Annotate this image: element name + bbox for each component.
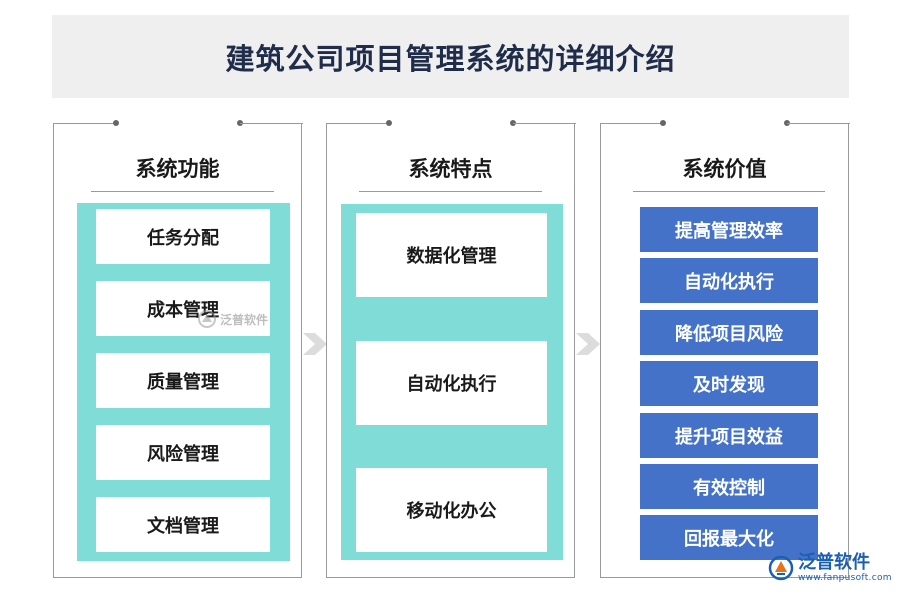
brand-logo: 泛普软件 www.fanpusoft.com: [768, 553, 892, 583]
function-item: 任务分配: [96, 209, 270, 264]
function-item: 文档管理: [96, 497, 270, 552]
value-item: 自动化执行: [640, 258, 818, 303]
title-banner: 建筑公司项目管理系统的详细介绍: [52, 15, 849, 98]
value-item: 有效控制: [640, 464, 818, 509]
value-item: 提高管理效率: [640, 207, 818, 252]
function-item: 风险管理: [96, 425, 270, 480]
logo-name: 泛普软件: [798, 552, 870, 573]
panel-system-value: 系统价值 提高管理效率 自动化执行 降低项目风险 及时发现 提升项目效益 有效控…: [600, 120, 850, 578]
panel-heading: 系统价值: [682, 156, 767, 181]
panel-dot-left: [113, 120, 119, 126]
panel-top-line-left: [327, 123, 389, 124]
fanpu-logo-icon: [768, 555, 794, 581]
function-item: 成本管理: [96, 281, 270, 336]
panel-top-line-right: [240, 123, 303, 124]
panel-heading-rule: [359, 191, 542, 192]
watermark-logo-icon: [198, 310, 216, 328]
panel-system-functions: 系统功能 任务分配 成本管理 质量管理 风险管理 文档管理: [53, 120, 303, 578]
value-item: 降低项目风险: [640, 310, 818, 355]
panel-heading: 系统特点: [408, 156, 493, 181]
panel-top-line-left: [54, 123, 116, 124]
panel-heading: 系统功能: [135, 156, 220, 181]
watermark-text: 泛普软件: [220, 312, 269, 327]
panel-top-line-left: [601, 123, 663, 124]
panel-dot-left: [386, 120, 392, 126]
panel-heading-rule: [633, 191, 825, 192]
value-item: 提升项目效益: [640, 413, 818, 458]
panel-top-line-right: [513, 123, 576, 124]
panel-dot-left: [660, 120, 666, 126]
watermark-center: 泛普软件: [198, 310, 268, 328]
logo-url: www.fanpusoft.com: [798, 573, 892, 583]
feature-item: 自动化执行: [356, 341, 547, 425]
panel-system-features: 系统特点 数据化管理 自动化执行 移动化办公: [326, 120, 576, 578]
value-item: 及时发现: [640, 361, 818, 406]
arrow-right-icon: [303, 333, 327, 355]
panel-heading-rule: [91, 191, 274, 192]
feature-item: 数据化管理: [356, 213, 547, 297]
arrow-right-icon: [576, 333, 600, 355]
page-title: 建筑公司项目管理系统的详细介绍: [225, 41, 676, 76]
value-item: 回报最大化: [640, 515, 818, 560]
feature-item: 移动化办公: [356, 468, 547, 552]
panel-top-line-right: [787, 123, 850, 124]
function-item: 质量管理: [96, 353, 270, 408]
